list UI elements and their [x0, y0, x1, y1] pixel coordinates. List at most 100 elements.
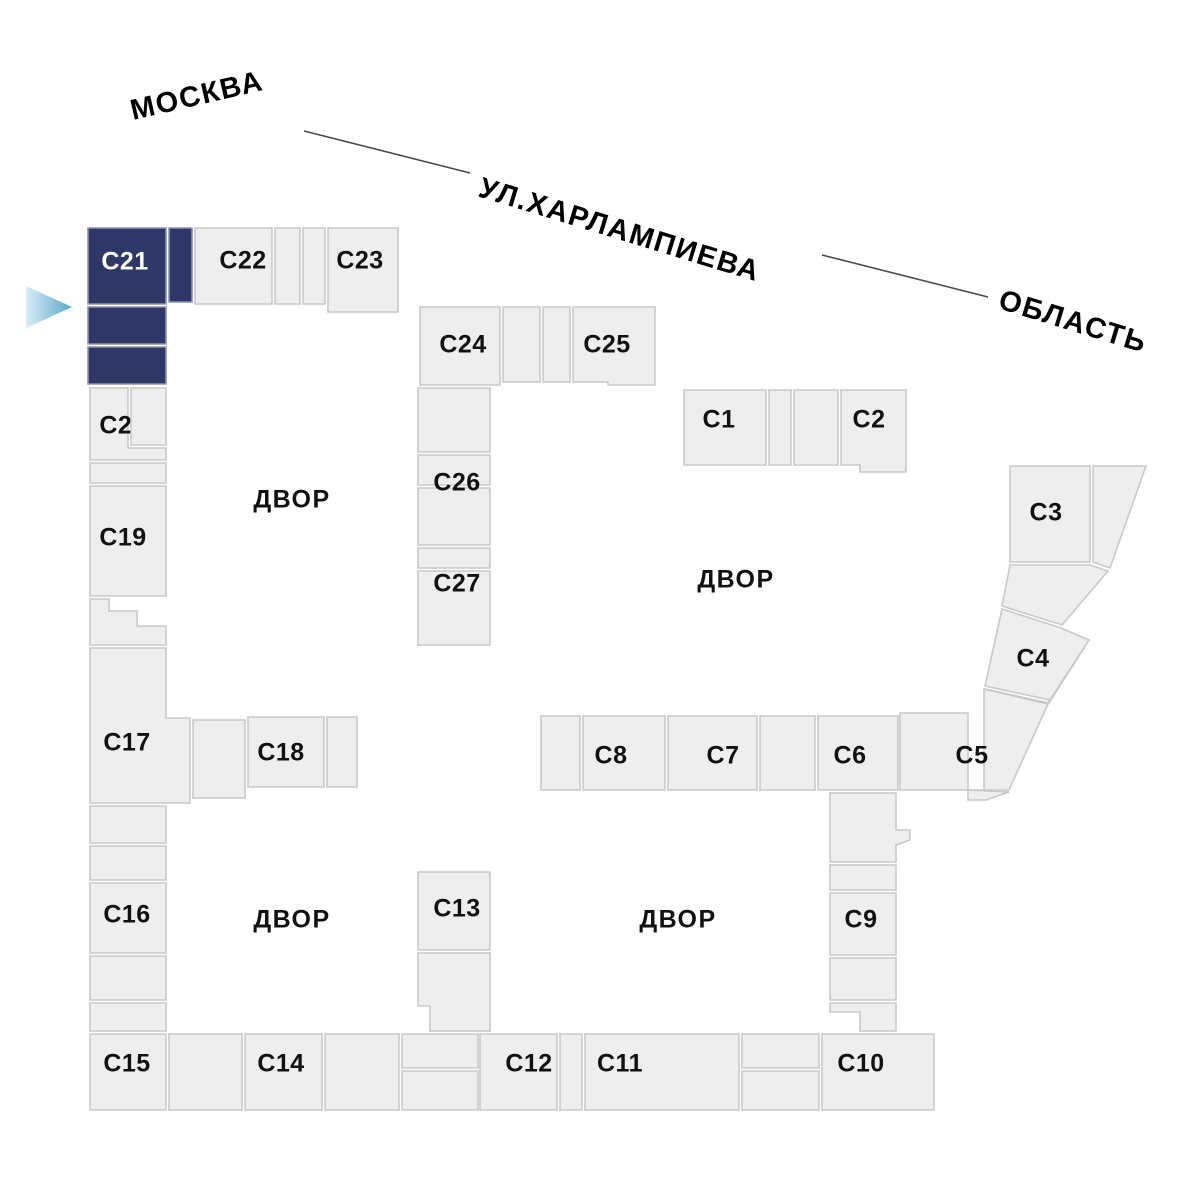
block-shape-C22c[interactable]: [302, 227, 326, 305]
block-shape-C9a[interactable]: [829, 792, 911, 863]
block-shape-C20b[interactable]: [130, 387, 167, 446]
block-C20c[interactable]: [89, 462, 167, 484]
block-C4[interactable]: C4: [984, 607, 1091, 701]
block-shape-C15[interactable]: [89, 1033, 167, 1111]
block-C18b[interactable]: [326, 716, 358, 788]
block-C26b[interactable]: [417, 454, 491, 486]
entrance-marker-group[interactable]: [26, 286, 72, 328]
block-C16[interactable]: C16: [89, 882, 167, 954]
block-C24c[interactable]: [542, 306, 571, 383]
block-C13b[interactable]: [417, 952, 491, 1032]
block-shape-C23[interactable]: [327, 227, 399, 313]
block-shape-C1b[interactable]: [768, 389, 792, 466]
block-shape-C17[interactable]: [89, 647, 191, 804]
block-C16a[interactable]: [89, 805, 167, 844]
block-C6[interactable]: C6: [817, 715, 899, 791]
block-C11[interactable]: C11: [584, 1033, 740, 1111]
block-shape-C13[interactable]: [417, 871, 491, 951]
block-C3c[interactable]: [1001, 564, 1110, 626]
block-C26a[interactable]: [417, 387, 491, 453]
block-C27[interactable]: C27: [417, 570, 491, 646]
block-shape-C26b[interactable]: [417, 454, 491, 486]
block-C17[interactable]: C17: [89, 647, 191, 804]
block-C18[interactable]: C18: [247, 716, 325, 788]
block-C14[interactable]: C14: [244, 1033, 323, 1111]
block-C3[interactable]: C3: [1009, 465, 1091, 563]
block-shape-C12c[interactable]: [401, 1070, 479, 1111]
block-shape-C18[interactable]: [247, 716, 325, 788]
block-shape-C5tail[interactable]: [967, 789, 1010, 801]
block-shape-C26a[interactable]: [417, 387, 491, 453]
block-C15b[interactable]: [168, 1033, 243, 1111]
block-shape-C24[interactable]: [419, 306, 501, 386]
block-C9e[interactable]: [829, 1002, 897, 1032]
block-C21[interactable]: C21: [87, 227, 167, 305]
block-C14b[interactable]: [324, 1033, 400, 1111]
block-shape-C21d[interactable]: [87, 346, 167, 385]
block-C15[interactable]: C15: [89, 1033, 167, 1111]
block-shape-C1[interactable]: [683, 389, 767, 466]
block-C1c[interactable]: [793, 389, 839, 466]
block-C13[interactable]: C13: [417, 871, 491, 951]
block-C12c[interactable]: [401, 1070, 479, 1111]
block-C19b[interactable]: [89, 598, 167, 646]
block-shape-C9e[interactable]: [829, 1002, 897, 1032]
block-shape-C14b[interactable]: [324, 1033, 400, 1111]
block-shape-C3c[interactable]: [1001, 564, 1110, 626]
block-C17b[interactable]: [192, 719, 246, 799]
block-shape-C9[interactable]: [829, 892, 897, 956]
block-C21d[interactable]: [87, 346, 167, 385]
block-shape-C9b[interactable]: [829, 864, 897, 891]
block-C9[interactable]: C9: [829, 892, 897, 956]
block-shape-C20c[interactable]: [89, 462, 167, 484]
block-C22[interactable]: C22: [194, 227, 273, 305]
block-shape-C9d[interactable]: [829, 957, 897, 1001]
block-shape-C16b[interactable]: [89, 845, 167, 881]
block-shape-C16d[interactable]: [89, 955, 167, 1001]
block-shape-C21c[interactable]: [87, 306, 167, 345]
block-shape-C19[interactable]: [89, 485, 167, 597]
block-C9a[interactable]: [829, 792, 911, 863]
block-shape-C10c[interactable]: [741, 1070, 820, 1111]
block-C25[interactable]: C25: [572, 306, 656, 386]
block-C16e[interactable]: [89, 1002, 167, 1032]
block-shape-C22[interactable]: [194, 227, 273, 305]
block-shape-C18b[interactable]: [326, 716, 358, 788]
block-shape-C7[interactable]: [667, 715, 758, 791]
block-C12[interactable]: C12: [479, 1033, 558, 1111]
block-C10[interactable]: C10: [821, 1033, 935, 1111]
block-shape-C12[interactable]: [479, 1033, 558, 1111]
block-shape-C21[interactable]: [87, 227, 167, 305]
block-C24[interactable]: C24: [419, 306, 501, 386]
block-C19[interactable]: C19: [89, 485, 167, 597]
block-shape-C16a[interactable]: [89, 805, 167, 844]
block-C8[interactable]: C8: [582, 715, 666, 791]
block-shape-C26[interactable]: [417, 487, 491, 546]
block-C2[interactable]: C2: [840, 389, 907, 473]
block-C10b[interactable]: [741, 1033, 820, 1069]
block-shape-C17b[interactable]: [192, 719, 246, 799]
block-C26[interactable]: C26: [417, 469, 491, 546]
entrance-marker-icon[interactable]: [26, 286, 72, 328]
block-shape-C16e[interactable]: [89, 1002, 167, 1032]
block-C9d[interactable]: [829, 957, 897, 1001]
block-C26d[interactable]: [417, 547, 491, 569]
block-shape-C2[interactable]: [840, 389, 907, 473]
block-shape-C6[interactable]: [817, 715, 899, 791]
block-shape-C11[interactable]: [584, 1033, 740, 1111]
block-C1b[interactable]: [768, 389, 792, 466]
block-C16b[interactable]: [89, 845, 167, 881]
block-shape-C24c[interactable]: [542, 306, 571, 383]
block-shape-C15b[interactable]: [168, 1033, 243, 1111]
block-shape-C10b[interactable]: [741, 1033, 820, 1069]
block-shape-C24b[interactable]: [502, 306, 541, 383]
block-C21b[interactable]: [168, 227, 193, 303]
block-C9b[interactable]: [829, 864, 897, 891]
block-shape-C3b[interactable]: [1092, 465, 1148, 570]
block-C12b[interactable]: [401, 1033, 479, 1069]
block-shape-C11b[interactable]: [559, 1033, 583, 1111]
block-C1[interactable]: C1: [683, 389, 767, 466]
block-shape-C16[interactable]: [89, 882, 167, 954]
